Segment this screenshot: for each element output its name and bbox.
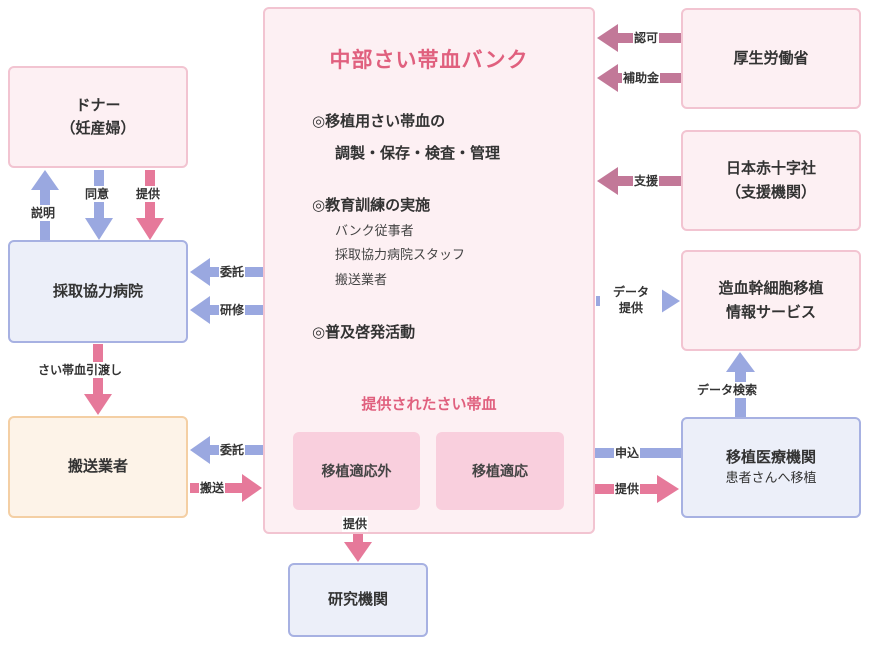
label-handover: さい帯血引渡し [37, 362, 124, 378]
label-apply: 申込 [614, 445, 641, 461]
red-cross-label-line1: 日本赤十字社 [725, 159, 816, 178]
info-label-line1: 造血幹細胞移植 [718, 279, 824, 298]
hospital-label: 採取協力病院 [52, 281, 143, 300]
suitable-box: 移植適応 [436, 432, 564, 510]
label-commission-transport: 委託 [219, 442, 246, 458]
unsuitable-box: 移植適応外 [293, 432, 420, 510]
task-storage-line2: 調製・保存・検査・管理 [335, 144, 501, 162]
label-data-provide: データ 提供 [600, 284, 662, 316]
mhlw-label: 厚生労働省 [733, 48, 809, 67]
info-label-line2: 情報サービス [725, 302, 816, 321]
label-provide-transplant: 提供 [614, 481, 641, 497]
donor-box: ドナー （妊産婦） [8, 66, 188, 168]
transplant-center-box: 移植医療機関 患者さんへ移植 [681, 417, 861, 518]
arrow-provide-transplant [565, 475, 679, 503]
task-training: ◎教育訓練の実施 [312, 196, 431, 214]
mhlw-box: 厚生労働省 [681, 8, 861, 109]
task-awareness: ◎普及啓発活動 [312, 323, 416, 341]
donor-label-line1: ドナー [75, 95, 121, 114]
transplant-label-line1: 移植医療機関 [725, 447, 816, 466]
label-approval: 認可 [633, 30, 660, 46]
red-cross-box: 日本赤十字社 （支援機関） [681, 130, 861, 231]
transplant-label-line2: 患者さんへ移植 [725, 471, 817, 487]
research-label: 研究機関 [327, 590, 388, 609]
label-transport: 搬送 [199, 480, 226, 496]
arrow-provide-donor [136, 170, 164, 240]
red-cross-label-line2: （支援機関） [725, 182, 816, 201]
label-explain: 説明 [30, 205, 57, 221]
label-commission-hospital: 委託 [219, 264, 246, 280]
bank-title: 中部さい帯血バンク [329, 48, 529, 72]
training-target-2: 採取協力病院スタッフ [335, 248, 466, 263]
donor-label-line2: （妊産婦） [60, 119, 136, 137]
task-storage-line1: ◎移植用さい帯血の [312, 112, 446, 130]
provided-title: 提供されたさい帯血 [361, 395, 497, 413]
research-institute-box: 研究機関 [288, 563, 428, 637]
transport-company-box: 搬送業者 [8, 416, 188, 518]
label-consent: 同意 [84, 186, 111, 202]
label-provide-donor: 提供 [135, 186, 162, 202]
collection-hospital-box: 採取協力病院 [8, 240, 188, 343]
training-target-3: 搬送業者 [335, 273, 388, 288]
label-training: 研修 [219, 302, 246, 318]
label-data-provide-line2: 提供 [618, 301, 643, 315]
hsct-info-service-box: 造血幹細胞移植 情報サービス [681, 250, 861, 351]
transport-label: 搬送業者 [67, 457, 128, 476]
label-subsidy: 補助金 [622, 70, 661, 86]
label-data-search: データ検索 [696, 382, 759, 398]
arrow-handover [84, 344, 112, 415]
label-data-provide-line1: データ [612, 285, 649, 299]
arrow-consent [85, 170, 113, 240]
label-support: 支援 [633, 173, 660, 189]
label-provide-research: 提供 [342, 516, 369, 532]
training-target-1: バンク従事者 [335, 224, 414, 239]
